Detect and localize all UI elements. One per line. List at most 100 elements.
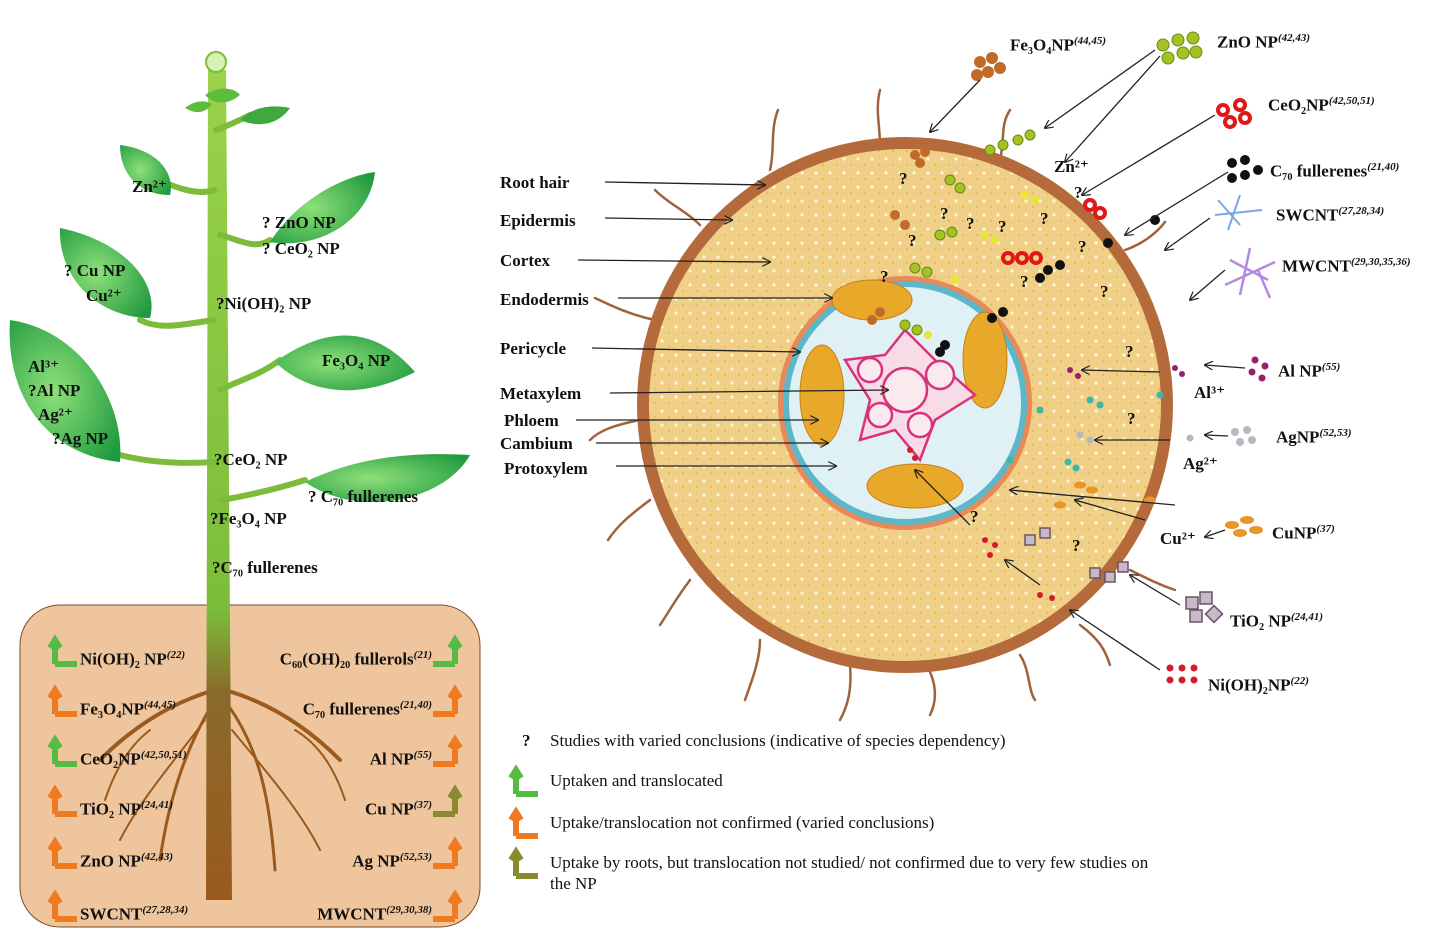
legend-icons bbox=[511, 770, 538, 876]
soil-left-label: Ni(OH)₂ NP bbox=[80, 650, 167, 669]
leaf-label-cu-np: ? Cu NP bbox=[64, 262, 125, 279]
particle-label: CeO₂NP(42,50,51) bbox=[1268, 96, 1375, 114]
c70-cluster-icon bbox=[1227, 155, 1263, 183]
tissue-label-phloem: Phloem bbox=[504, 412, 559, 429]
soil-right-item: C₆₀(OH)₂₀ fullerols(21) bbox=[280, 650, 432, 668]
leaf-label-ag-np: ?Ag NP bbox=[52, 430, 108, 447]
leaf-label-cu-ion: Cu²⁺ bbox=[86, 287, 122, 304]
zno-cluster-icon bbox=[1157, 32, 1202, 64]
particle-label: AgNP(52,53) bbox=[1276, 428, 1352, 446]
soil-right-label: Cu NP bbox=[365, 800, 414, 819]
question-mark: ? bbox=[880, 268, 889, 285]
question-mark: ? bbox=[1040, 210, 1049, 227]
particle-label: TiO₂ NP(24,41) bbox=[1230, 612, 1323, 630]
leaf-label-al-np: ?Al NP bbox=[28, 382, 80, 399]
particle-label: Al NP(55) bbox=[1278, 362, 1340, 380]
status-green-icon bbox=[511, 770, 538, 794]
tissue-label-protoxylem: Protoxylem bbox=[504, 460, 588, 477]
reference-number: (27,28,34) bbox=[1338, 205, 1384, 217]
legend-text: Studies with varied conclusions (indicat… bbox=[550, 730, 1006, 751]
ceo2-cluster-icon bbox=[1218, 100, 1250, 127]
soil-left-item: CeO₂NP(42,50,51) bbox=[80, 750, 187, 768]
tissue-label-root-hair: Root hair bbox=[500, 174, 569, 191]
plant-bud bbox=[206, 52, 226, 72]
ion-label: Ag²⁺ bbox=[1183, 455, 1218, 472]
particle-label: ZnO NP(42,43) bbox=[1217, 33, 1310, 51]
question-mark: ? bbox=[1127, 410, 1136, 427]
leaf-label-c70-stem: ?C₇₀ fullerenes bbox=[212, 559, 318, 576]
soil-left-item: SWCNT(27,28,34) bbox=[80, 905, 188, 923]
tissue-label-metaxylem: Metaxylem bbox=[500, 385, 581, 402]
leaf-label-fe3o4-np-stem: ?Fe₃O₄ NP bbox=[210, 510, 287, 527]
mwcnt-icon bbox=[1225, 248, 1275, 298]
particle-name: MWCNT bbox=[1282, 257, 1351, 276]
leaf-label-c70-leaf: ? C₇₀ fullerenes bbox=[308, 488, 418, 505]
soil-left-label: ZnO NP bbox=[80, 852, 141, 871]
particle-label: Fe₃O₄NP(44,45) bbox=[1010, 36, 1106, 54]
status-olive-icon bbox=[511, 852, 538, 876]
reference-number: (37) bbox=[414, 799, 432, 811]
question-mark: ? bbox=[966, 215, 975, 232]
soil-right-item: MWCNT(29,30,38) bbox=[317, 905, 432, 923]
particle-name: TiO₂ NP bbox=[1230, 612, 1291, 631]
leaf-label-al-ion: Al³⁺ bbox=[28, 358, 59, 375]
soil-left-item: Ni(OH)₂ NP(22) bbox=[80, 650, 185, 668]
soil-left-label: SWCNT bbox=[80, 905, 142, 924]
reference-number: (21,40) bbox=[1367, 161, 1399, 173]
reference-number: (42,50,51) bbox=[1329, 95, 1375, 107]
soil-right-item: Ag NP(52,53) bbox=[352, 852, 432, 870]
soil-right-item: Al NP(55) bbox=[370, 750, 432, 768]
particle-name: C₇₀ fullerenes bbox=[1270, 162, 1367, 181]
soil-left-item: Fe₃O₄NP(44,45) bbox=[80, 700, 176, 718]
particle-label: Ni(OH)₂NP(22) bbox=[1208, 676, 1309, 694]
reference-number: (55) bbox=[1322, 361, 1340, 373]
particle-name: Al NP bbox=[1278, 362, 1322, 381]
question-mark: ? bbox=[1072, 537, 1081, 554]
reference-number: (52,53) bbox=[1319, 427, 1351, 439]
question-mark: ? bbox=[970, 508, 979, 525]
question-mark: ? bbox=[940, 205, 949, 222]
reference-number: (21,40) bbox=[400, 699, 432, 711]
ag-cluster-icon bbox=[1231, 426, 1256, 446]
tissue-label-epidermis: Epidermis bbox=[500, 212, 576, 229]
soil-right-label: MWCNT bbox=[317, 905, 386, 924]
leaf-top-right bbox=[240, 106, 290, 124]
leaf-label-ceo2-np-stem: ?CeO₂ NP bbox=[214, 451, 288, 468]
soil-right-label: Ag NP bbox=[352, 852, 400, 871]
question-mark: ? bbox=[1020, 273, 1029, 290]
legend-text: Uptake/translocation not confirmed (vari… bbox=[550, 812, 934, 833]
fe3o4-cluster-icon bbox=[971, 52, 1006, 81]
nioh2-cluster-icon bbox=[1167, 665, 1198, 684]
particle-label: CuNP(37) bbox=[1272, 524, 1335, 542]
particle-name: Ni(OH)₂NP bbox=[1208, 676, 1291, 695]
soil-left-label: CeO₂NP bbox=[80, 750, 141, 769]
leaf-label-ag-ion: Ag²⁺ bbox=[38, 406, 73, 423]
reference-number: (24,41) bbox=[1291, 611, 1323, 623]
tissue-label-endodermis: Endodermis bbox=[500, 291, 589, 308]
tissue-label-cambium: Cambium bbox=[500, 435, 573, 452]
ion-label: Zn²⁺ bbox=[1054, 158, 1089, 175]
leaf-label-zno-np: ? ZnO NP bbox=[262, 214, 336, 231]
reference-number: (22) bbox=[167, 649, 185, 661]
reference-number: (37) bbox=[1316, 523, 1334, 535]
particle-name: SWCNT bbox=[1276, 206, 1338, 225]
reference-number: (29,30,38) bbox=[386, 904, 432, 916]
legend-text: Uptake by roots, but translocation not s… bbox=[550, 852, 1150, 895]
legend-text: Uptaken and translocated bbox=[550, 770, 723, 791]
particle-label: MWCNT(29,30,35,36) bbox=[1282, 257, 1411, 275]
question-mark: ? bbox=[1100, 283, 1109, 300]
particle-name: Fe₃O₄NP bbox=[1010, 36, 1074, 55]
particle-name: CeO₂NP bbox=[1268, 96, 1329, 115]
reference-number: (27,28,34) bbox=[142, 904, 188, 916]
question-mark: ? bbox=[1078, 238, 1087, 255]
question-mark: ? bbox=[1074, 184, 1083, 201]
question-mark: ? bbox=[899, 170, 908, 187]
reference-number: (52,53) bbox=[400, 851, 432, 863]
soil-right-label: C₇₀ fullerenes bbox=[303, 700, 400, 719]
reference-number: (29,30,35,36) bbox=[1351, 256, 1411, 268]
tissue-label-pericycle: Pericycle bbox=[500, 340, 566, 357]
ion-label: Al³⁺ bbox=[1194, 384, 1225, 401]
tissue-label-cortex: Cortex bbox=[500, 252, 550, 269]
reference-number: (44,45) bbox=[144, 699, 176, 711]
